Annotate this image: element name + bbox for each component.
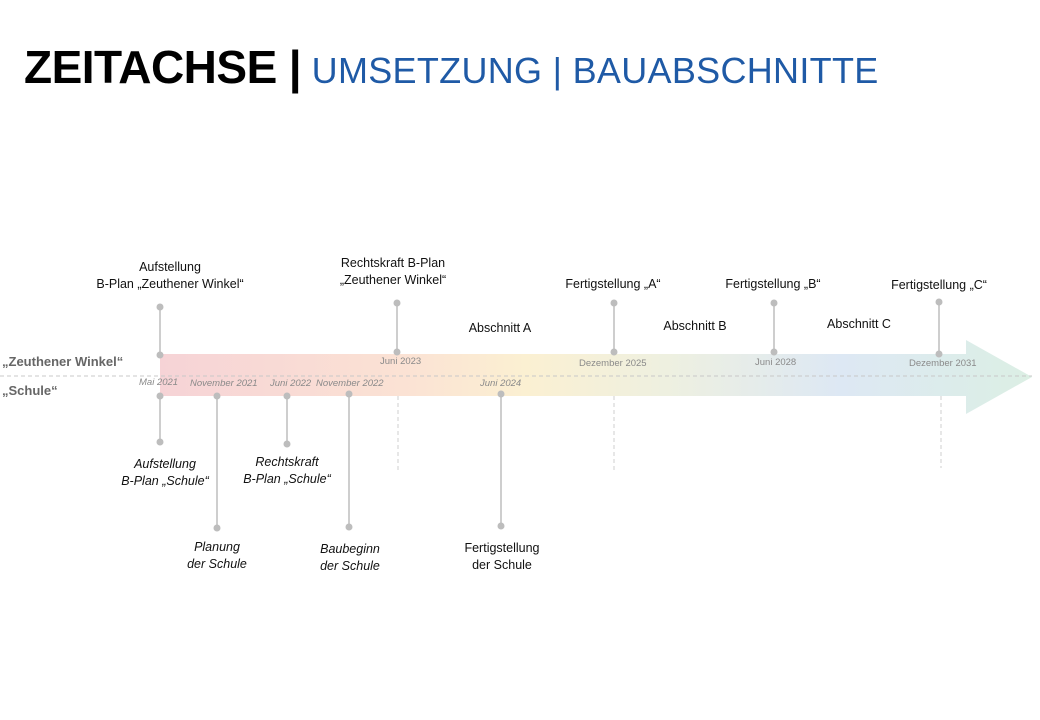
marker-top-rechtskraft [393,299,401,356]
event-line: Planung [194,540,240,554]
date-dezember-2031: Dezember 2031 [909,358,977,369]
section-label-a: Abschnitt A [468,321,532,335]
event-aufstellung-zeuthener-winkel: Aufstellung B-Plan „Zeuthener Winkel“ [70,259,270,293]
event-line: der Schule [187,557,247,571]
date-juni-2024: Juni 2024 [480,378,522,389]
marker-top-fertigstellung-b [770,299,778,356]
marker-bottom-rechtskraft [283,392,291,448]
date-november-2021: November 2021 [190,378,258,389]
marker-bottom-aufstellung [156,392,164,446]
event-fertigstellung-b: Fertigstellung „B“ [725,277,821,291]
event-line: „Zeuthener Winkel“ [339,273,447,287]
marker-top-fertigstellung-c [935,298,943,358]
marker-bottom-baubeginn [345,390,353,531]
event-line: Rechtskraft B-Plan [340,256,446,270]
track-label-schule: „Schule“ [2,383,58,398]
date-juni-2028: Juni 2028 [755,357,797,368]
event-line: Aufstellung [134,457,196,471]
date-november-2022: November 2022 [316,378,384,389]
marker-bottom-fertigstellung [497,390,505,530]
date-mai-2021: Mai 2021 [139,377,179,388]
event-baubeginn-schule: Baubeginn der Schule [290,541,410,575]
page-title: ZEITACHSE|UMSETZUNG | BAUABSCHNITTE [24,40,879,94]
event-aufstellung-schule: Aufstellung B-Plan „Schule“ [90,456,240,490]
event-fertigstellung-a: Fertigstellung „A“ [565,277,661,291]
event-line: der Schule [320,559,380,573]
section-label-b: Abschnitt B [663,319,727,333]
event-line: Aufstellung [139,260,201,274]
section-label-c: Abschnitt C [827,317,891,331]
marker-bottom-planung [213,392,221,532]
date-dezember-2025: Dezember 2025 [579,358,647,369]
marker-top-aufstellung [156,303,164,359]
title-subtitle: UMSETZUNG | BAUABSCHNITTE [311,50,879,91]
title-separator: | [288,41,302,93]
date-juni-2023: Juni 2023 [380,356,422,367]
event-planung-schule: Planung der Schule [157,539,277,573]
event-line: der Schule [472,558,532,572]
event-line: Fertigstellung [464,541,540,555]
event-fertigstellung-schule: Fertigstellung der Schule [437,540,567,574]
event-rechtskraft-zeuthener-winkel: Rechtskraft B-Plan „Zeuthener Winkel“ [293,255,493,289]
track-label-zeuthener-winkel: „Zeuthener Winkel“ [2,354,124,369]
event-line: Rechtskraft [255,455,319,469]
title-main: ZEITACHSE [24,41,277,93]
event-line: B-Plan „Schule“ [243,472,331,486]
event-rechtskraft-schule: Rechtskraft B-Plan „Schule“ [212,454,362,488]
date-juni-2022: Juni 2022 [270,378,312,389]
event-line: Baubeginn [320,542,380,556]
event-line: B-Plan „Schule“ [121,474,209,488]
event-line: B-Plan „Zeuthener Winkel“ [96,277,244,291]
timeline-arrow [160,340,1032,414]
event-fertigstellung-c: Fertigstellung „C“ [891,278,987,292]
marker-top-fertigstellung-a [610,299,618,356]
